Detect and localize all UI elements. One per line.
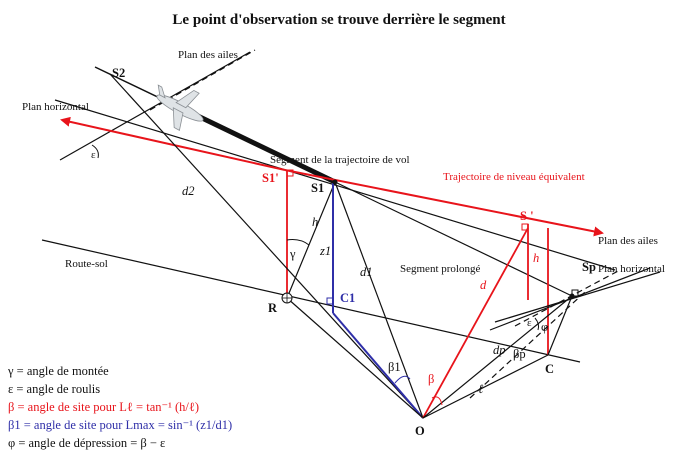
diagram-title: Le point d'observation se trouve derrièr… xyxy=(172,12,505,28)
label-beta: β xyxy=(428,372,434,386)
S1-to-O-line xyxy=(334,181,424,419)
label-S1prime: S1' xyxy=(262,171,279,185)
label-phi: φ xyxy=(541,320,548,334)
right-angle-S1prime xyxy=(286,169,294,177)
O-to-Sprime-line xyxy=(422,227,529,419)
label-R: R xyxy=(268,301,278,315)
label-ell: ℓ xyxy=(478,382,483,396)
label-S2: S2 xyxy=(112,66,125,80)
legend-item: ε = angle de roulis xyxy=(8,382,100,396)
label-dp: dp xyxy=(493,343,506,357)
epsilon-arc-top xyxy=(91,144,99,159)
R-to-O-line xyxy=(286,297,424,419)
label-S-prime: S ' xyxy=(520,209,534,223)
S2-to-O-line xyxy=(109,73,424,419)
segment-prolonge-line xyxy=(334,181,573,297)
label-gamma: γ xyxy=(289,247,296,261)
gamma-arc xyxy=(286,239,310,246)
label-plan-horizontal-right: Plan horizontal xyxy=(598,263,665,275)
O-to-Sp-line xyxy=(422,295,573,419)
red-horizontal-line-left xyxy=(60,116,286,171)
label-betap: βp xyxy=(513,347,526,361)
label-segment-trajectoire: Segment de la trajectoire de vol xyxy=(270,154,410,166)
C1-to-O-line xyxy=(332,312,424,419)
legend-item: β = angle de site pour Lℓ = tan⁻¹ (h/ℓ) xyxy=(8,400,199,414)
beta-arc xyxy=(431,396,443,406)
route-sol-line xyxy=(41,239,581,363)
right-angle-Sp xyxy=(571,289,579,297)
legend-item: β1 = angle de site pour Lmax = sin⁻¹ (z1… xyxy=(8,418,232,432)
label-S1: S1 xyxy=(311,181,324,195)
label-plan-ailes-top: Plan des ailes xyxy=(178,49,238,61)
legend-item: φ = angle de dépression = β − ε xyxy=(8,436,165,450)
red-level-trajectory xyxy=(284,169,604,237)
label-C1: C1 xyxy=(340,291,355,305)
airplane-icon xyxy=(156,84,204,131)
Sp-to-C-line xyxy=(547,295,573,356)
S1-to-R-line xyxy=(286,181,336,299)
wing-plane-line-top xyxy=(59,51,251,161)
label-plan-ailes-right: Plan des ailes xyxy=(598,235,658,247)
label-d1: d1 xyxy=(360,265,373,279)
legend: γ = angle de montée ε = angle de roulis … xyxy=(7,364,232,450)
phi-arc xyxy=(534,317,540,331)
horizontal-plane-line-left xyxy=(54,99,616,271)
label-segment-prolonge: Segment prolongé xyxy=(400,263,480,275)
label-d2: d2 xyxy=(182,184,195,198)
label-beta1: β1 xyxy=(388,360,401,374)
right-angle-Sprime xyxy=(521,223,529,231)
label-d-red: d xyxy=(480,278,487,292)
label-O: O xyxy=(415,424,425,438)
label-z1: z1 xyxy=(319,244,331,258)
label-epsilon-right: ε xyxy=(527,317,532,329)
label-epsilon-top: ε xyxy=(91,149,96,161)
legend-item: γ = angle de montée xyxy=(7,364,109,378)
right-angle-C1 xyxy=(326,297,334,305)
label-h-left: h xyxy=(312,215,318,229)
point-Sp xyxy=(569,293,575,299)
label-plan-horizontal-left: Plan horizontal xyxy=(22,101,89,113)
label-C: C xyxy=(545,362,554,376)
label-Sp: Sp xyxy=(582,260,596,274)
label-route-sol: Route-sol xyxy=(65,258,108,270)
beta1-arc xyxy=(394,375,411,384)
label-trajectoire-niveau: Trajectoire de niveau équivalent xyxy=(443,171,585,183)
O-to-C-line xyxy=(422,354,549,419)
horizontal-plane-line-right xyxy=(494,271,661,323)
label-h-right: h xyxy=(533,251,539,265)
point-S1 xyxy=(332,179,338,185)
